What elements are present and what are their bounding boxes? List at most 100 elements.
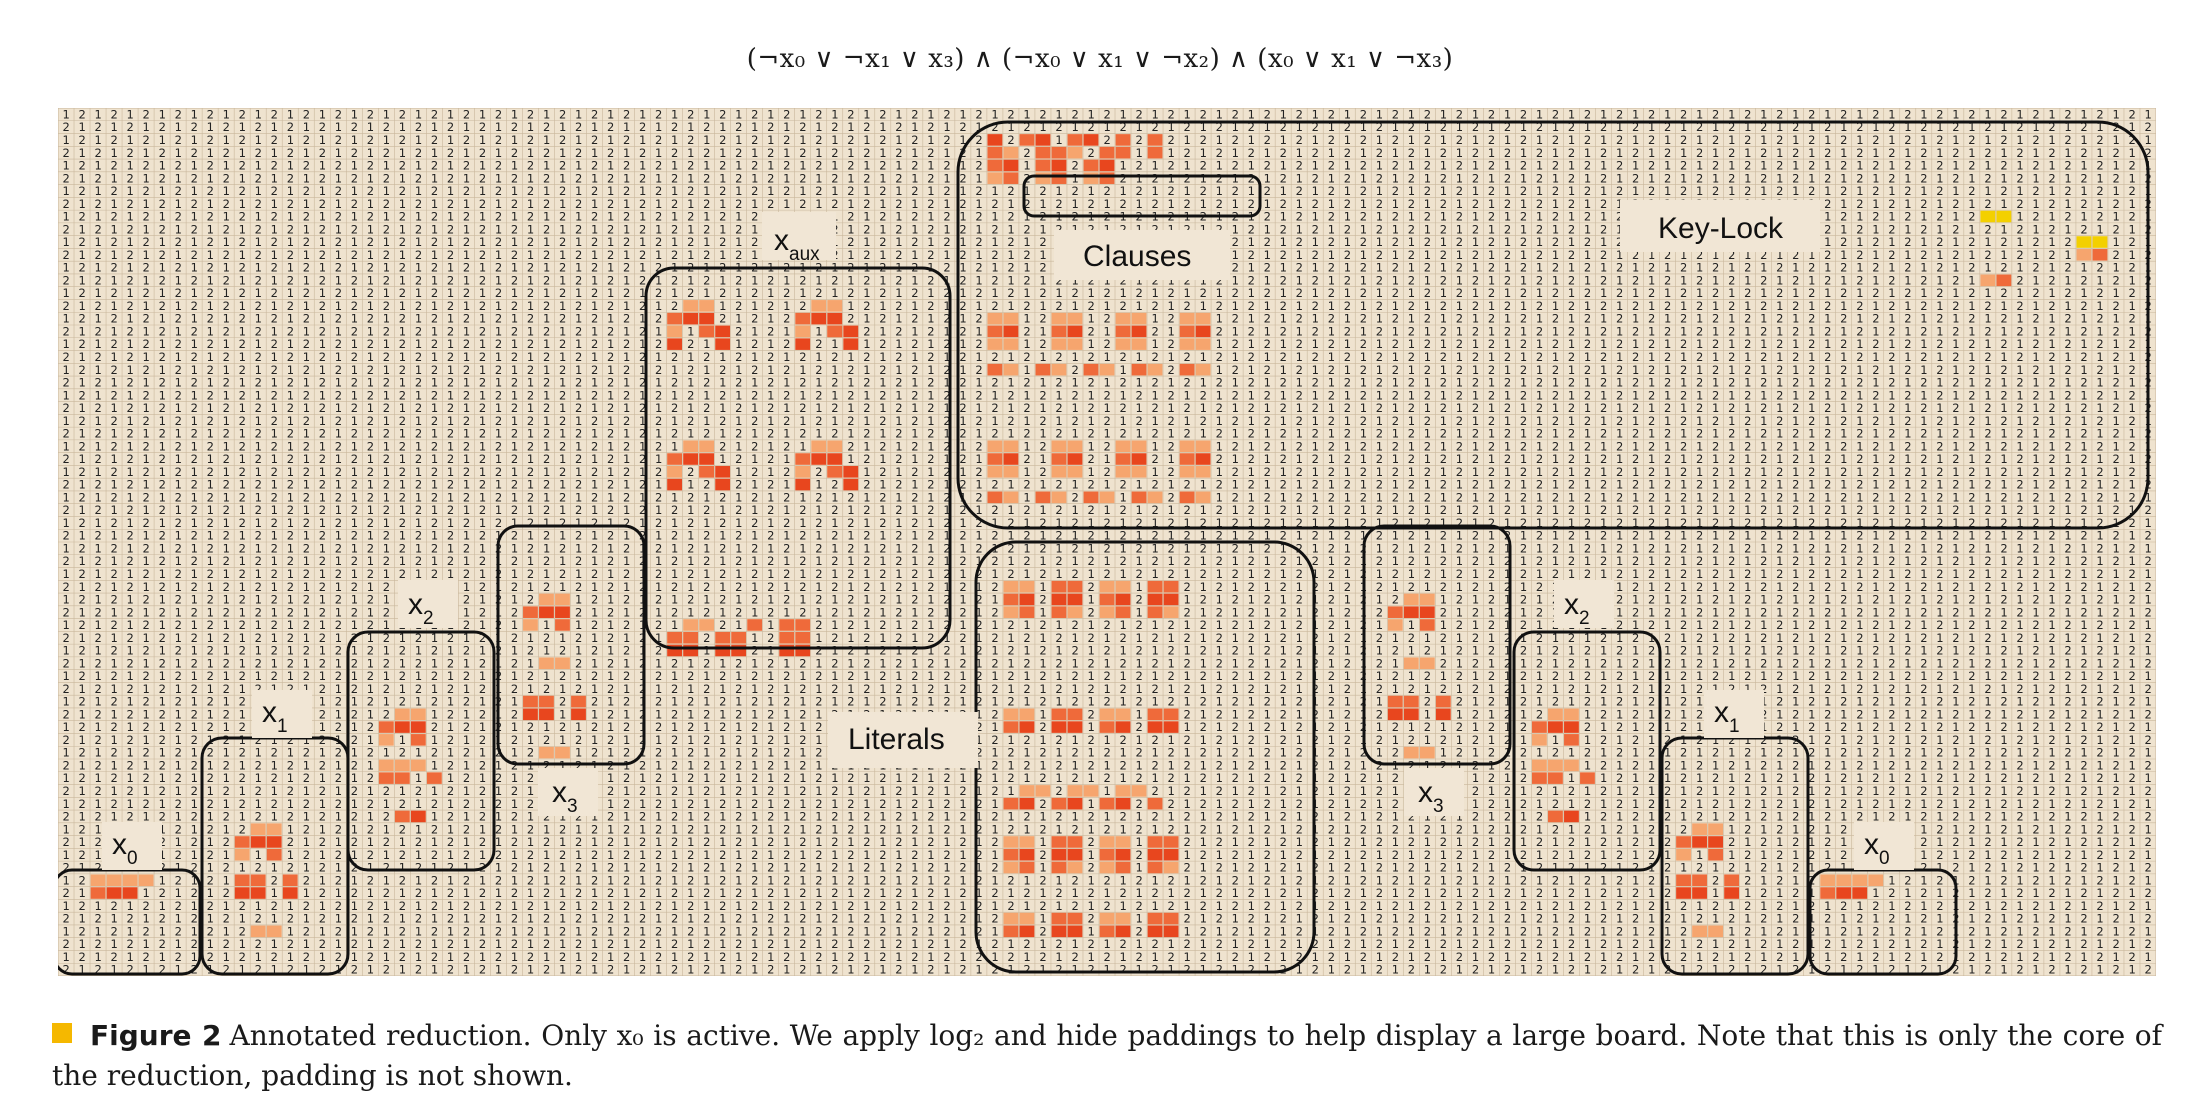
active-cell xyxy=(1980,274,1996,287)
caption-label: Figure 2 xyxy=(90,1019,222,1052)
active-cell xyxy=(827,312,843,325)
region-label-x0-right: x0 xyxy=(1864,828,1890,869)
active-cell xyxy=(394,810,410,823)
active-cell xyxy=(1131,325,1147,338)
active-cell xyxy=(250,836,266,848)
active-cell xyxy=(1003,797,1019,810)
active-cell xyxy=(1115,312,1131,325)
active-cell xyxy=(234,836,250,848)
active-cell xyxy=(1387,708,1403,721)
active-cell xyxy=(1003,312,1019,325)
active-cell xyxy=(1051,466,1067,478)
active-cell xyxy=(266,848,282,861)
active-cell xyxy=(1003,861,1019,874)
active-cell xyxy=(122,874,138,887)
region-box-x3-left xyxy=(496,524,646,766)
active-cell xyxy=(1035,134,1051,146)
active-cell xyxy=(1115,338,1131,350)
active-cell xyxy=(667,338,682,350)
active-cell xyxy=(1179,312,1195,325)
active-cell xyxy=(987,325,1003,338)
active-cell xyxy=(1564,810,1579,823)
active-cell xyxy=(1051,912,1067,925)
region-label-bg-literals xyxy=(828,712,978,768)
active-cell xyxy=(795,466,811,478)
active-cell xyxy=(1067,848,1083,861)
active-cell xyxy=(250,925,266,938)
active-cell xyxy=(1852,887,1868,899)
region-label-bg-x0-left xyxy=(102,822,162,870)
region-label-x3-left: x3 xyxy=(552,776,578,817)
active-cell xyxy=(1419,746,1435,759)
active-cell xyxy=(1195,338,1211,350)
active-cell xyxy=(1131,453,1147,465)
active-cell xyxy=(1067,466,1083,478)
active-cell xyxy=(1163,925,1179,938)
active-cell xyxy=(699,619,715,631)
region-label-xaux: xaux xyxy=(774,224,820,265)
active-cell xyxy=(1067,146,1083,159)
active-cell xyxy=(667,453,682,465)
active-cell xyxy=(715,466,731,478)
active-cell xyxy=(1115,440,1131,453)
active-cell xyxy=(1163,861,1179,874)
active-cell xyxy=(266,925,282,938)
region-label-bg-x3-left xyxy=(538,768,598,816)
active-cell xyxy=(1099,708,1115,721)
active-cell xyxy=(266,836,282,848)
game-board: 1212121212121212121212121212121212121212… xyxy=(58,108,2156,976)
active-cell xyxy=(1003,338,1019,350)
active-cell xyxy=(1548,708,1563,721)
active-cell xyxy=(987,172,1003,184)
active-cell xyxy=(811,440,827,453)
active-cell xyxy=(1115,785,1131,797)
active-cell xyxy=(699,312,715,325)
active-cell xyxy=(779,619,795,631)
active-cell xyxy=(571,695,586,708)
active-cell xyxy=(715,338,731,350)
active-cell xyxy=(1099,797,1115,810)
active-cell xyxy=(1147,708,1163,721)
active-cell xyxy=(1115,134,1131,146)
active-cell xyxy=(1980,210,1996,223)
active-cell xyxy=(1179,325,1195,338)
active-cell xyxy=(1035,172,1051,184)
active-cell xyxy=(2076,249,2092,261)
active-cell xyxy=(266,823,282,835)
active-cell xyxy=(1163,836,1179,848)
active-cell xyxy=(1708,823,1723,835)
active-cell xyxy=(1163,593,1179,606)
active-cell xyxy=(555,606,570,618)
active-cell xyxy=(138,874,154,887)
active-cell xyxy=(1051,453,1067,465)
active-cell xyxy=(555,657,570,670)
active-cell xyxy=(1115,912,1131,925)
active-cell xyxy=(731,644,747,657)
active-cell xyxy=(1003,325,1019,338)
active-cell xyxy=(667,325,682,338)
active-cell xyxy=(1179,466,1195,478)
active-cell xyxy=(1724,874,1740,887)
active-cell xyxy=(571,708,586,721)
active-cell xyxy=(1083,172,1099,184)
active-cell xyxy=(1051,721,1067,733)
active-cell xyxy=(987,338,1003,350)
active-cell xyxy=(683,644,699,657)
active-cell xyxy=(795,325,811,338)
active-cell xyxy=(827,325,843,338)
active-cell xyxy=(1051,491,1067,504)
active-cell xyxy=(1099,925,1115,938)
active-cell xyxy=(234,848,250,861)
active-cell xyxy=(1147,721,1163,733)
active-cell xyxy=(1067,440,1083,453)
active-cell xyxy=(1003,593,1019,606)
active-cell xyxy=(1051,440,1067,453)
active-cell xyxy=(1147,836,1163,848)
active-cell xyxy=(1003,466,1019,478)
active-cell xyxy=(1163,580,1179,593)
active-cell xyxy=(1067,312,1083,325)
active-cell xyxy=(1051,159,1067,172)
region-label-x0-left: x0 xyxy=(112,828,138,869)
active-cell xyxy=(1051,338,1067,350)
active-cell xyxy=(1147,146,1163,159)
